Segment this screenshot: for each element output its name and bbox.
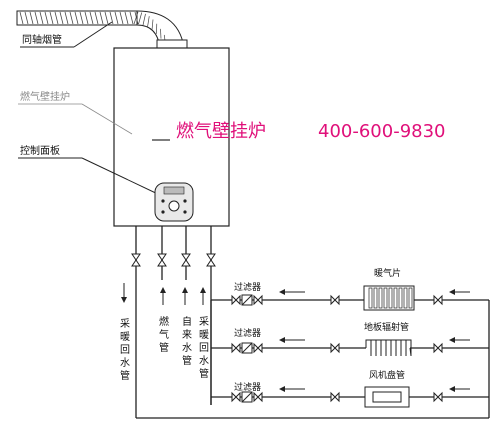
pipe-label-heating-return-left: 采暖回水管 xyxy=(120,318,130,382)
flow-arrow-icon xyxy=(279,386,285,392)
radiator-valve-icon xyxy=(433,294,443,306)
control-knob xyxy=(168,200,180,212)
radiator-label: 暖气片 xyxy=(374,267,401,279)
panel-button xyxy=(183,210,187,214)
panel-button xyxy=(161,199,165,203)
radiator-appliance xyxy=(363,285,415,311)
ball-valve-icon xyxy=(253,391,263,403)
floor-heating-label: 地板辐射管 xyxy=(364,321,409,333)
shutoff-valve-icon xyxy=(131,253,141,267)
shutoff-valve-icon xyxy=(157,253,167,267)
flow-arrow-icon xyxy=(279,289,285,295)
flow-arrow-icon xyxy=(449,337,455,343)
filter-1-label: 过滤器 xyxy=(234,281,261,293)
flow-arrows-vertical xyxy=(121,283,206,305)
filter-2-label: 过滤器 xyxy=(234,327,261,339)
flue-pipe xyxy=(16,10,188,49)
display-screen xyxy=(163,186,185,195)
radiator-valve-icon xyxy=(433,391,443,403)
ball-valve-icon xyxy=(231,391,241,403)
floor-heating-coil xyxy=(365,339,412,357)
ball-valve-icon xyxy=(231,342,241,354)
filter-3-label: 过滤器 xyxy=(234,381,261,393)
radiator-valve-icon xyxy=(330,342,340,354)
radiator-valve-icon xyxy=(330,391,340,403)
pipe-label-gas-pipe: 燃气管 xyxy=(159,315,169,354)
control-panel xyxy=(154,182,194,222)
pipe-label-tap-water-pipe: 自来水管 xyxy=(182,315,192,367)
pipe-label-heating-supply: 采暖回水管 xyxy=(199,316,209,380)
radiator-valve-icon xyxy=(330,294,340,306)
control-panel-label: 控制面板 xyxy=(20,144,60,157)
ball-valve-icon xyxy=(253,342,263,354)
panel-button xyxy=(183,199,187,203)
shutoff-valve-icon xyxy=(206,253,216,267)
fan-coil-label: 风机盘管 xyxy=(369,369,405,381)
brand-name: 燃气壁挂炉 xyxy=(176,121,266,142)
ball-valve-icon xyxy=(253,294,263,306)
fan-coil-appliance xyxy=(364,386,410,408)
flow-arrow-icon xyxy=(279,337,285,343)
ball-valve-icon xyxy=(231,294,241,306)
radiator-valve-icon xyxy=(433,342,443,354)
panel-button xyxy=(161,210,165,214)
flue-leader-line xyxy=(73,21,113,48)
flue-pipe-label: 同轴烟管 xyxy=(22,33,62,46)
brand-phone: 400-600-9830 xyxy=(318,121,446,142)
boiler-body-label: 燃气壁挂炉 xyxy=(20,90,70,103)
boiler-leader-line xyxy=(81,103,133,135)
flow-arrow-icon xyxy=(449,386,455,392)
control-leader-line xyxy=(81,157,163,197)
flow-arrow-icon xyxy=(449,289,455,295)
shutoff-valve-icon xyxy=(181,253,191,267)
